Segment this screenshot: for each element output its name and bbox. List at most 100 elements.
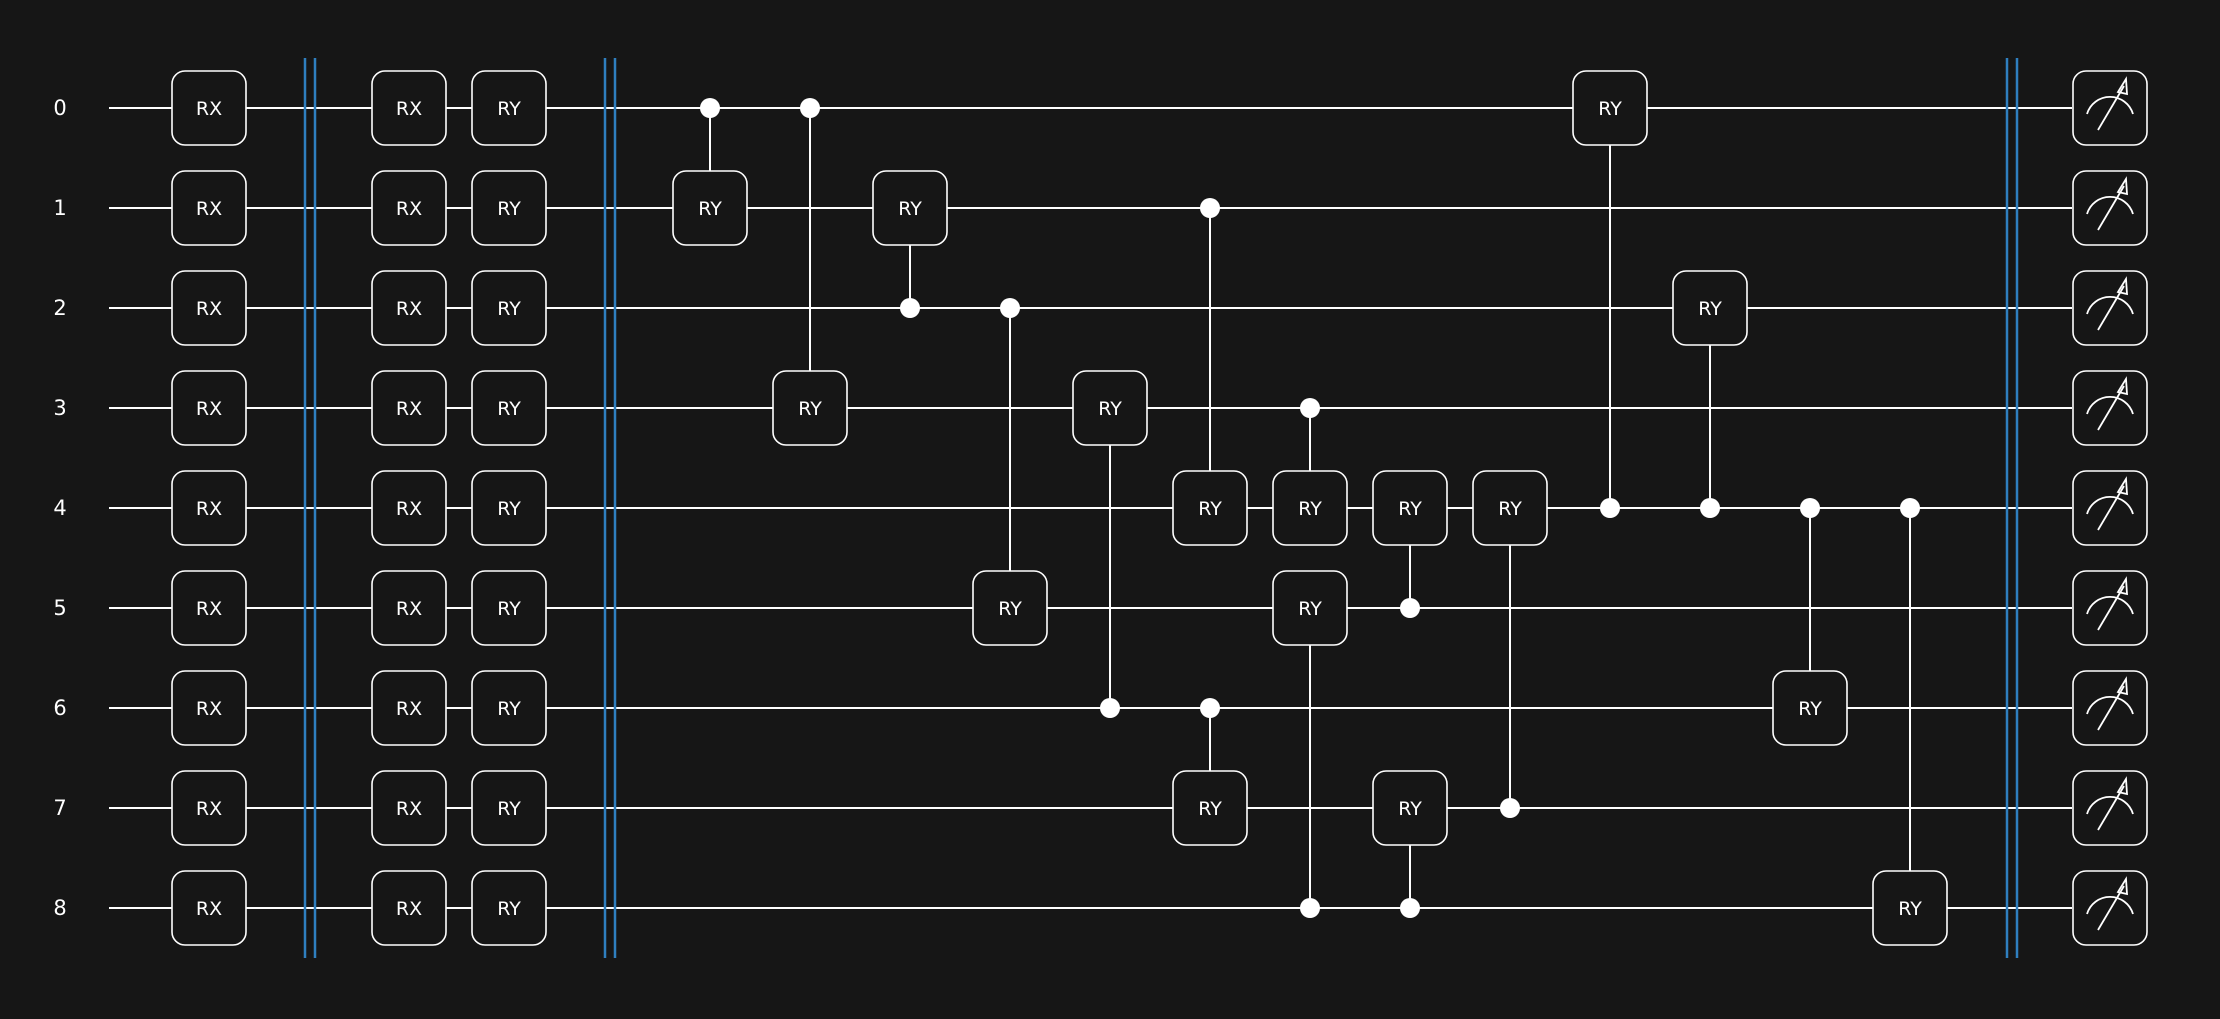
gate-box [171, 270, 247, 346]
gate-label: RY [497, 98, 521, 120]
gate-label: RX [196, 298, 222, 320]
meter-arrowhead [2116, 276, 2128, 296]
measure-meter-icon [2072, 170, 2148, 246]
control-dot [1800, 498, 1820, 518]
measure-meter-icon [2072, 370, 2148, 446]
qubit-label: 4 [53, 496, 66, 520]
gate-box [371, 70, 447, 146]
gate-label: RY [1298, 598, 1322, 620]
gate-box [1172, 770, 1248, 846]
gate-rx: RX [371, 570, 447, 646]
gate-ry: RY [1072, 370, 1148, 446]
gate-box [1372, 470, 1448, 546]
gate-ry: RY [1372, 770, 1448, 846]
gate-box [1172, 470, 1248, 546]
meter-needle [2097, 785, 2125, 831]
gate-label: RX [396, 298, 422, 320]
gate-ry: RY [471, 870, 547, 946]
control-dot [1600, 498, 1620, 518]
gate-box [471, 870, 547, 946]
meter-arrowhead [2116, 776, 2128, 796]
gate-box [972, 570, 1048, 646]
meter-arc [2086, 895, 2134, 915]
gate-label: RY [497, 698, 521, 720]
gate-label: RY [1198, 798, 1222, 820]
control-dot [1000, 298, 1020, 318]
gate-label: RX [196, 398, 222, 420]
gate-label: RX [196, 598, 222, 620]
qubit-label: 6 [53, 696, 66, 720]
gate-label: RY [1598, 98, 1622, 120]
gate-ry: RY [471, 370, 547, 446]
measure-meter-icon [2072, 470, 2148, 546]
control-dot [1700, 498, 1720, 518]
meter-arc [2086, 395, 2134, 415]
gate-label: RY [497, 298, 521, 320]
gate-label: RY [1298, 498, 1322, 520]
gate-label: RY [497, 598, 521, 620]
control-dot [1200, 198, 1220, 218]
gate-box [471, 770, 547, 846]
gate-rx: RX [171, 270, 247, 346]
meter-needle [2097, 85, 2125, 131]
qubit-label: 0 [53, 96, 66, 120]
meter-needle [2097, 585, 2125, 631]
meter-needle [2097, 285, 2125, 331]
gate-box [1472, 470, 1548, 546]
gate-ry: RY [1372, 470, 1448, 546]
gate-label: RY [898, 198, 922, 220]
barriers [303, 58, 2019, 958]
gate-label: RY [1698, 298, 1722, 320]
gate-box [1272, 570, 1348, 646]
gate-label: RY [1798, 698, 1822, 720]
measure-meter-icon [2072, 70, 2148, 146]
gate-ry: RY [1172, 470, 1248, 546]
gate-box [371, 570, 447, 646]
gate-label: RX [396, 198, 422, 220]
meter-arc [2086, 495, 2134, 515]
gate-box [1072, 370, 1148, 446]
gate-box [471, 270, 547, 346]
gate-box [471, 670, 547, 746]
gate-box [371, 670, 447, 746]
gate-box [1772, 670, 1848, 746]
gate-ry: RY [1772, 670, 1848, 746]
gate-box [1672, 270, 1748, 346]
gate-label: RX [396, 498, 422, 520]
gate-box [371, 470, 447, 546]
gate-box [371, 770, 447, 846]
meter-arc [2086, 795, 2134, 815]
control-dot [1500, 798, 1520, 818]
measure-meter-icon [2072, 670, 2148, 746]
meter-arrowhead [2116, 76, 2128, 96]
meter-needle [2097, 385, 2125, 431]
gate-box [1372, 770, 1448, 846]
meter-arrowhead [2116, 176, 2128, 196]
gate-box [371, 270, 447, 346]
measure-meter-icon [2072, 870, 2148, 946]
gate-ry: RY [471, 270, 547, 346]
gate-label: RX [196, 198, 222, 220]
measure-meter-icon [2072, 570, 2148, 646]
gate-ry: RY [471, 670, 547, 746]
gate-box [171, 770, 247, 846]
gate-ry: RY [471, 570, 547, 646]
qubit-label: 1 [53, 196, 66, 220]
meter-arrowhead [2116, 576, 2128, 596]
gate-ry: RY [772, 370, 848, 446]
gate-ry: RY [872, 170, 948, 246]
gate-label: RX [396, 898, 422, 920]
meter-needle [2097, 185, 2125, 231]
qubit-label: 7 [53, 796, 66, 820]
gate-label: RX [396, 98, 422, 120]
measure-meter-icon [2072, 770, 2148, 846]
gate-ry: RY [1272, 470, 1348, 546]
gate-label: RY [497, 798, 521, 820]
control-dot [700, 98, 720, 118]
gate-rx: RX [171, 470, 247, 546]
control-dot [1200, 698, 1220, 718]
meter-needle [2097, 885, 2125, 931]
gate-ry: RY [471, 470, 547, 546]
gate-rx: RX [171, 670, 247, 746]
gate-box [872, 170, 948, 246]
